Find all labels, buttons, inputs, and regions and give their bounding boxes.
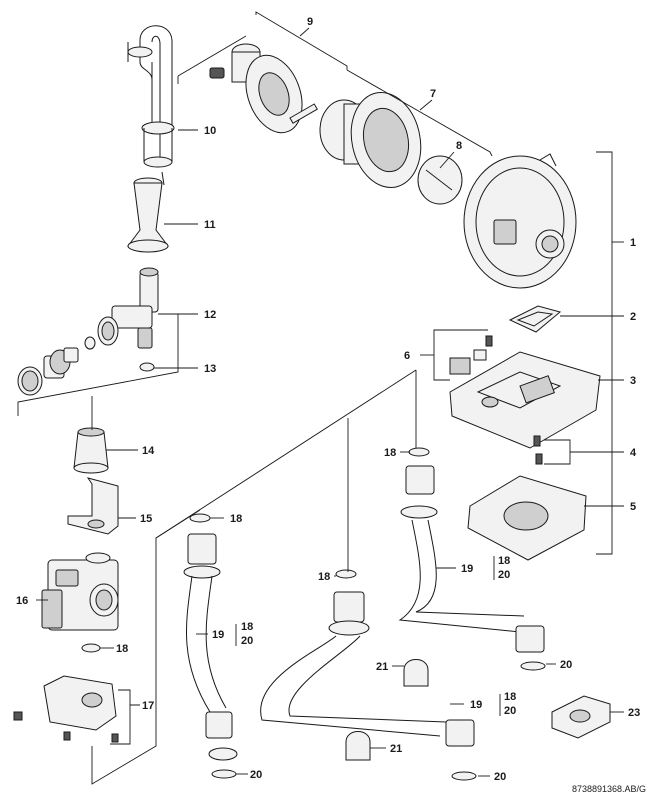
callout-21-upper: 21 [376,661,388,673]
callout-20-right: 20 [498,569,510,581]
callout-18-mid: 18 [318,571,330,583]
part-7-connection-piece [319,92,422,188]
part-8-round-cover [417,155,463,205]
callout-7: 7 [430,88,436,100]
callout-4: 4 [630,447,637,459]
callout-15: 15 [140,513,152,525]
callout-19-right: 19 [461,563,473,575]
callout-9: 9 [307,16,313,28]
callout-18-top: 18 [384,447,396,459]
callout-labels: 10 11 12 13 14 15 16 18 17 9 7 8 1 2 6 3… [16,16,646,794]
callout-19-left: 19 [212,629,224,641]
part-14-sleeve [73,427,109,474]
part-21-clips [345,659,429,761]
part-3-burner-plate [449,351,601,449]
part-18-ring-valve [81,643,101,653]
callout-18-left: 18 [230,513,242,525]
callout-2: 2 [630,311,636,323]
part-16-gas-valve [41,552,119,631]
leader-lines [17,11,624,785]
part-19-pipes [183,447,546,781]
callout-6: 6 [404,350,410,362]
part-10-elbow-hose [127,25,175,168]
callout-18-bottom: 18 [504,691,516,703]
part-11-funnel-tube [127,171,169,253]
callout-20-pipe-right: 20 [560,659,572,671]
part-17-mounting-plate [13,675,119,743]
callout-18-valve: 18 [116,643,128,655]
part-6-small-parts [449,335,493,375]
part-13-o-ring [139,362,155,372]
part-23-bracket-clip [551,695,611,739]
callout-18-right: 18 [498,555,510,567]
callout-21-lower: 21 [390,743,402,755]
callout-12: 12 [204,309,216,321]
part-4-screws [533,435,543,465]
callout-20-left-sub: 20 [241,635,253,647]
part-cap-and-nut [17,347,79,396]
reference-code: 8738891368.AB/G [572,784,646,794]
callout-11: 11 [204,219,216,231]
callout-3: 3 [630,375,636,387]
part-9-flange-adapter [209,43,318,134]
callout-1: 1 [630,237,636,249]
part-5-insulation-plate [467,475,587,561]
callout-14: 14 [142,445,155,457]
part-1-fan-housing [463,153,577,289]
part-2-gasket [508,305,562,333]
part-12-tee-fitting [84,267,159,350]
callout-17: 17 [142,700,154,712]
callout-19-bottom: 19 [470,699,482,711]
callout-18-left-sub: 18 [241,621,253,633]
callout-5: 5 [630,501,636,513]
callout-16: 16 [16,595,28,607]
callout-20-bottom-sub: 20 [504,705,516,717]
callout-20-pipe-left: 20 [250,769,262,781]
callout-10: 10 [204,125,216,137]
callout-13: 13 [204,363,216,375]
part-15-bracket [67,477,119,535]
callout-8: 8 [456,140,462,152]
callout-23: 23 [628,707,640,719]
callout-20-pipe-bottom: 20 [494,771,506,783]
